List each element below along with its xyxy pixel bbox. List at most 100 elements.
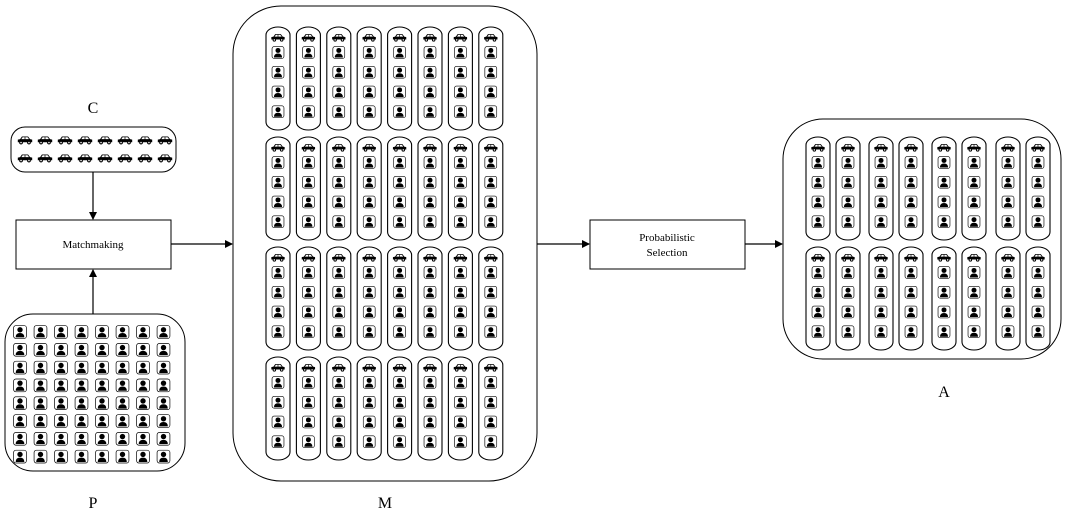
- person-icon: [271, 215, 285, 229]
- person-icon: [13, 325, 27, 339]
- person-icon: [95, 360, 109, 375]
- person-icon: [136, 449, 150, 464]
- person-icon: [13, 360, 27, 375]
- person-icon: [453, 266, 467, 279]
- car-icon: [17, 154, 33, 163]
- person-icon: [115, 378, 130, 393]
- person-icon: [841, 305, 855, 319]
- person-icon: [393, 195, 407, 209]
- person-icon: [393, 285, 407, 299]
- person-icon: [453, 415, 467, 429]
- car-icon: [301, 144, 316, 152]
- person-icon: [301, 305, 315, 319]
- person-icon: [74, 378, 89, 393]
- person-icon: [136, 360, 150, 375]
- match-pill: [326, 356, 352, 461]
- person-icon: [453, 435, 467, 449]
- person-icon: [937, 266, 951, 279]
- person-icon: [271, 266, 285, 279]
- match-pill: [356, 136, 382, 241]
- match-pill: [265, 356, 291, 461]
- match-pill: [265, 136, 291, 241]
- person-icon: [362, 85, 376, 99]
- person-icon: [301, 435, 315, 449]
- person-icon: [95, 342, 109, 357]
- match-pill: [835, 136, 861, 241]
- person-icon: [841, 175, 855, 189]
- person-icon: [301, 195, 315, 209]
- person-icon: [362, 266, 376, 279]
- person-icon: [115, 396, 130, 411]
- person-icon: [937, 325, 951, 339]
- person-icon: [811, 266, 825, 279]
- person-icon: [393, 395, 407, 409]
- person-icon: [967, 215, 981, 229]
- person-icon: [301, 266, 315, 279]
- matchmaking-box: [15, 219, 172, 270]
- person-icon: [423, 156, 437, 169]
- person-icon: [874, 215, 888, 229]
- person-icon: [362, 415, 376, 429]
- person-icon: [841, 215, 855, 229]
- match-pill: [387, 356, 413, 461]
- person-icon: [33, 360, 48, 375]
- person-icon: [393, 215, 407, 229]
- person-icon: [484, 65, 498, 79]
- person-icon: [301, 415, 315, 429]
- match-pill: [961, 136, 987, 241]
- person-icon: [74, 360, 89, 375]
- person-icon: [332, 65, 346, 79]
- person-icon: [1001, 266, 1015, 279]
- person-icon: [301, 215, 315, 229]
- person-icon: [484, 285, 498, 299]
- person-icon: [54, 378, 68, 393]
- match-pill: [478, 26, 504, 131]
- match-pill: [868, 246, 894, 351]
- car-icon: [392, 254, 407, 262]
- person-icon: [271, 285, 285, 299]
- person-icon: [423, 65, 437, 79]
- car-icon: [1031, 254, 1045, 262]
- match-pill: [295, 136, 321, 241]
- person-icon: [484, 195, 498, 209]
- person-icon: [423, 175, 437, 189]
- car-icon: [332, 254, 346, 262]
- car-icon: [271, 364, 285, 372]
- person-icon: [74, 414, 89, 428]
- matches-grid: [265, 26, 504, 461]
- person-icon: [484, 415, 498, 429]
- person-icon: [423, 195, 437, 209]
- person-icon: [13, 431, 27, 446]
- person-icon: [271, 65, 285, 79]
- person-icon: [74, 449, 89, 464]
- person-icon: [453, 156, 467, 169]
- match-pill: [995, 136, 1021, 241]
- person-icon: [423, 376, 437, 389]
- person-icon: [393, 85, 407, 99]
- assignments-label: A: [938, 384, 950, 401]
- person-icon: [362, 376, 376, 389]
- person-icon: [1031, 305, 1045, 319]
- person-icon: [54, 360, 68, 375]
- person-icon: [54, 431, 68, 446]
- person-icon: [967, 325, 981, 339]
- match-pill: [295, 26, 321, 131]
- car-icon: [362, 364, 376, 372]
- car-icon: [117, 154, 133, 163]
- selection-box: [589, 219, 746, 270]
- person-icon: [937, 156, 951, 169]
- match-pill: [326, 26, 352, 131]
- person-icon: [301, 85, 315, 99]
- person-icon: [423, 215, 437, 229]
- person-icon: [1001, 175, 1015, 189]
- person-icon: [115, 342, 130, 357]
- match-pill: [805, 246, 831, 351]
- car-icon: [841, 254, 855, 262]
- person-icon: [874, 325, 888, 339]
- match-pill: [478, 356, 504, 461]
- person-icon: [937, 305, 951, 319]
- match-pill: [1025, 136, 1051, 241]
- match-pill: [417, 136, 443, 241]
- person-icon: [874, 285, 888, 299]
- car-icon: [967, 144, 981, 152]
